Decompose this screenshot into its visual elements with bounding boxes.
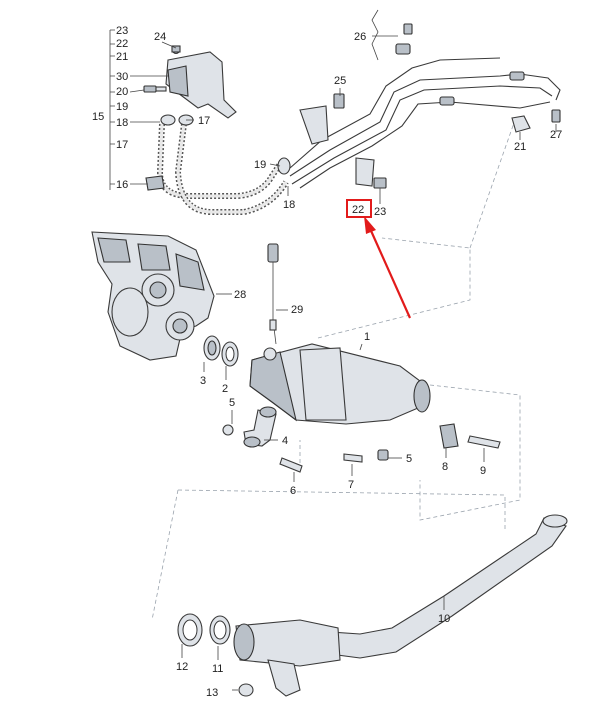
callout-19-mid: 19 [254,159,266,171]
callout-22-highlighted: 22 [352,204,364,216]
callout-labels: 23 22 21 30 20 19 15 18 17 17 16 24 25 2… [92,25,562,699]
callout-23-mid: 23 [374,206,386,218]
callout-16: 16 [116,179,128,191]
gaskets-turbo [203,335,239,367]
callout-5-left: 5 [229,397,235,409]
callout-12: 12 [176,661,188,673]
turbocharger-manifold [91,231,215,361]
leader-lines [129,35,557,691]
callout-2: 2 [222,383,228,395]
callout-1: 1 [364,331,370,343]
highlight-arrowhead [364,216,376,234]
callout-21-top: 21 [116,51,128,63]
callout-20: 20 [116,86,128,98]
callout-17-left: 17 [116,139,128,151]
highlight-arrow [366,223,412,319]
bracket-4 [222,406,277,448]
braided-pressure-lines [145,114,289,215]
callout-26: 26 [354,31,366,43]
callout-13: 13 [206,687,218,699]
particulate-filter [249,343,431,425]
bolts-upper-left [143,85,167,93]
callout-8: 8 [442,461,448,473]
callout-21-right: 21 [514,141,526,153]
callout-18-left: 18 [116,117,128,129]
highlight-callout [346,199,412,319]
callout-17-right: 17 [198,115,210,127]
callout-15: 15 [92,111,104,123]
callout-9: 9 [480,465,486,477]
callout-7: 7 [348,479,354,491]
front-exhaust-pipe [233,514,568,697]
assembly-frames [151,119,521,621]
callout-25: 25 [334,75,346,87]
callout-5-right: 5 [406,453,412,465]
callout-19-left: 19 [116,101,128,113]
heat-shield-bracket [165,45,237,119]
group-brackets [109,9,379,190]
callout-18-mid: 18 [283,199,295,211]
callout-28: 28 [234,289,246,301]
callout-24: 24 [154,31,166,43]
highlight-box [346,199,372,218]
clamp-and-gasket [177,613,231,647]
callout-29: 29 [291,304,303,316]
sensor-29 [267,243,279,345]
callout-23-top: 23 [116,25,128,37]
callout-6: 6 [290,485,296,497]
rigid-sensor-pipes [277,23,561,189]
fasteners-mid [279,423,501,473]
callout-4: 4 [282,435,288,447]
callout-27: 27 [550,129,562,141]
callout-22-top: 22 [116,38,128,50]
callout-10: 10 [438,613,450,625]
callout-11: 11 [212,663,223,675]
callout-3: 3 [200,375,206,387]
callout-30: 30 [116,71,128,83]
